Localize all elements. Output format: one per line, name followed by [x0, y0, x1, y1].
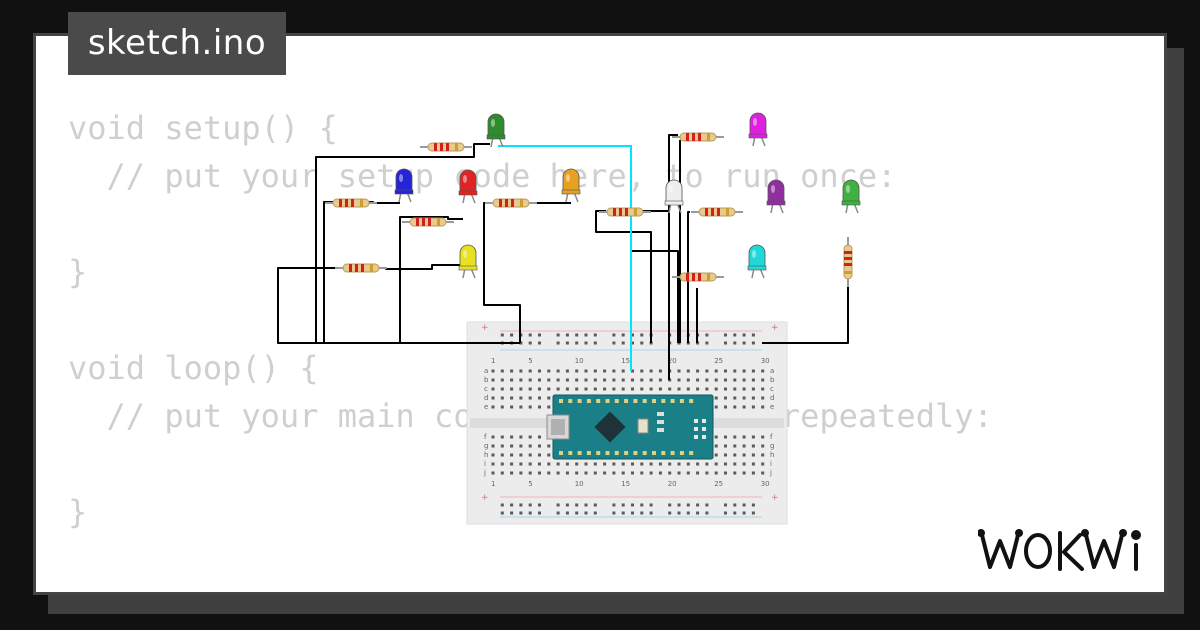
resistors	[325, 132, 853, 287]
breadboard-row-label: g	[770, 442, 774, 450]
breadboard-column-label: 5	[528, 357, 532, 365]
breadboard-row-label: d	[484, 394, 488, 402]
breadboard-column-label: 10	[575, 480, 584, 488]
breadboard-row-label: e	[770, 403, 774, 411]
breadboard-row-label: h	[770, 451, 774, 459]
breadboard-row-label: i	[770, 460, 772, 468]
breadboard-row-label: c	[484, 385, 488, 393]
breadboard-row-label: g	[484, 442, 488, 450]
breadboard-row-label: h	[484, 451, 488, 459]
breadboard-column-label: 1	[491, 480, 495, 488]
led-orange-icon	[561, 168, 581, 203]
arduino-nano	[546, 394, 714, 460]
file-tab[interactable]: sketch.ino	[68, 12, 286, 75]
breadboard-column-label: 25	[714, 357, 723, 365]
code-line: void loop() {	[68, 349, 319, 387]
breadboard-column-label: 15	[621, 357, 630, 365]
breadboard-column-label: 15	[621, 480, 630, 488]
code-line: void setup() {	[68, 109, 338, 147]
led-green-1-icon	[486, 113, 506, 148]
breadboard-row-label: j	[483, 469, 486, 477]
breadboard-row-label: a	[770, 367, 774, 375]
wokwi-logo	[978, 529, 1141, 571]
breadboard-column-label: 20	[668, 357, 677, 365]
resistor	[485, 198, 537, 208]
breadboard-row-label: f	[770, 433, 773, 441]
breadboard-row-label: i	[484, 460, 486, 468]
leds	[394, 112, 861, 279]
resistor	[599, 207, 651, 217]
resistor	[335, 263, 387, 273]
svg-text:+: +	[771, 323, 779, 333]
breadboard-row-label: d	[770, 394, 774, 402]
svg-text:+: +	[481, 323, 489, 333]
led-red-icon	[458, 169, 478, 204]
breadboard-column-label: 30	[761, 480, 770, 488]
breadboard-row-label: j	[769, 469, 772, 477]
breadboard-row-label: f	[484, 433, 487, 441]
led-white-icon	[664, 179, 684, 214]
led-purple-icon	[766, 179, 786, 214]
breadboard-row-label: b	[770, 376, 775, 384]
breadboard-row-label: a	[484, 367, 488, 375]
resistor	[402, 217, 454, 227]
breadboard-column-label: 5	[528, 480, 532, 488]
led-cyan-icon	[747, 244, 767, 279]
breadboard-column-label: 1	[491, 357, 495, 365]
breadboard-column-label: 10	[575, 357, 584, 365]
code-line: }	[68, 493, 88, 531]
breadboard-row-label: e	[484, 403, 488, 411]
signal-wire	[498, 145, 632, 371]
led-green-2-icon	[841, 179, 861, 214]
resistor	[672, 272, 724, 282]
breadboard-column-label: 25	[714, 480, 723, 488]
resistor	[843, 237, 853, 287]
svg-text:+: +	[481, 493, 489, 503]
code-line: }	[68, 253, 88, 291]
breadboard-column-label: 20	[668, 480, 677, 488]
led-blue-icon	[394, 168, 414, 203]
led-magenta-icon	[748, 112, 768, 147]
breadboard-column-label: 30	[761, 357, 770, 365]
resistor	[691, 207, 743, 217]
led-yellow-icon	[458, 244, 478, 279]
resistor	[672, 132, 724, 142]
breadboard-row-label: c	[770, 385, 774, 393]
resistor	[325, 198, 377, 208]
resistor	[420, 142, 472, 152]
svg-text:+: +	[771, 493, 779, 503]
breadboard-row-label: b	[484, 376, 489, 384]
